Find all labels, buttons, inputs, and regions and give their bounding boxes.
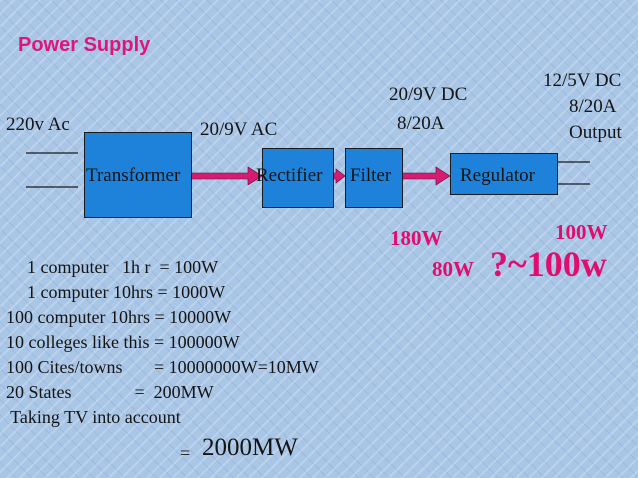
- calc-line-2: 1 computer 10hrs = 1000W: [18, 282, 226, 302]
- regulator-power-label: 80W: [432, 257, 474, 281]
- dc-current-label: 8/20A: [397, 113, 445, 134]
- slide-title: Power Supply: [18, 34, 151, 56]
- dc-voltage-label: 20/9V DC: [389, 84, 468, 105]
- power-estimate: ?~100w: [490, 244, 607, 284]
- output-power-label: 100W: [555, 220, 608, 244]
- regulator-label: Regulator: [460, 165, 535, 186]
- output-label: Output: [569, 122, 622, 143]
- transformer-block: [84, 132, 192, 218]
- regulator-block: [450, 153, 558, 195]
- transformer-label: Transformer: [86, 165, 181, 186]
- arrow-filter-to-regulator: [401, 166, 451, 186]
- total-value: 2000MW: [202, 434, 298, 461]
- calc-line-3: 100 computer 10hrs = 10000W: [6, 307, 232, 327]
- calc-line-7: Taking TV into account: [6, 407, 181, 427]
- input-voltage-label: 220v Ac: [6, 114, 70, 135]
- calc-line-6: 20 States = 200MW: [6, 382, 214, 402]
- filter-power-label: 180W: [390, 226, 443, 250]
- calc-line-4: 10 colleges like this = 100000W: [6, 332, 240, 352]
- calc-line-5: 100 Cites/towns = 10000000W=10MW: [6, 357, 319, 377]
- rectifier-block: [262, 148, 334, 208]
- arrow-transformer-to-rectifier: [189, 166, 263, 186]
- output-voltage-label: 12/5V DC: [543, 70, 622, 91]
- output-current-label: 8/20A: [569, 96, 617, 117]
- calc-line-1: 1 computer 1h r = 100W: [18, 257, 219, 277]
- total-equals: =: [180, 443, 191, 463]
- filter-label: Filter: [350, 165, 392, 186]
- ac-output-label: 20/9V AC: [200, 119, 278, 140]
- rectifier-label: Rectifier: [256, 165, 323, 186]
- filter-block: [345, 148, 403, 208]
